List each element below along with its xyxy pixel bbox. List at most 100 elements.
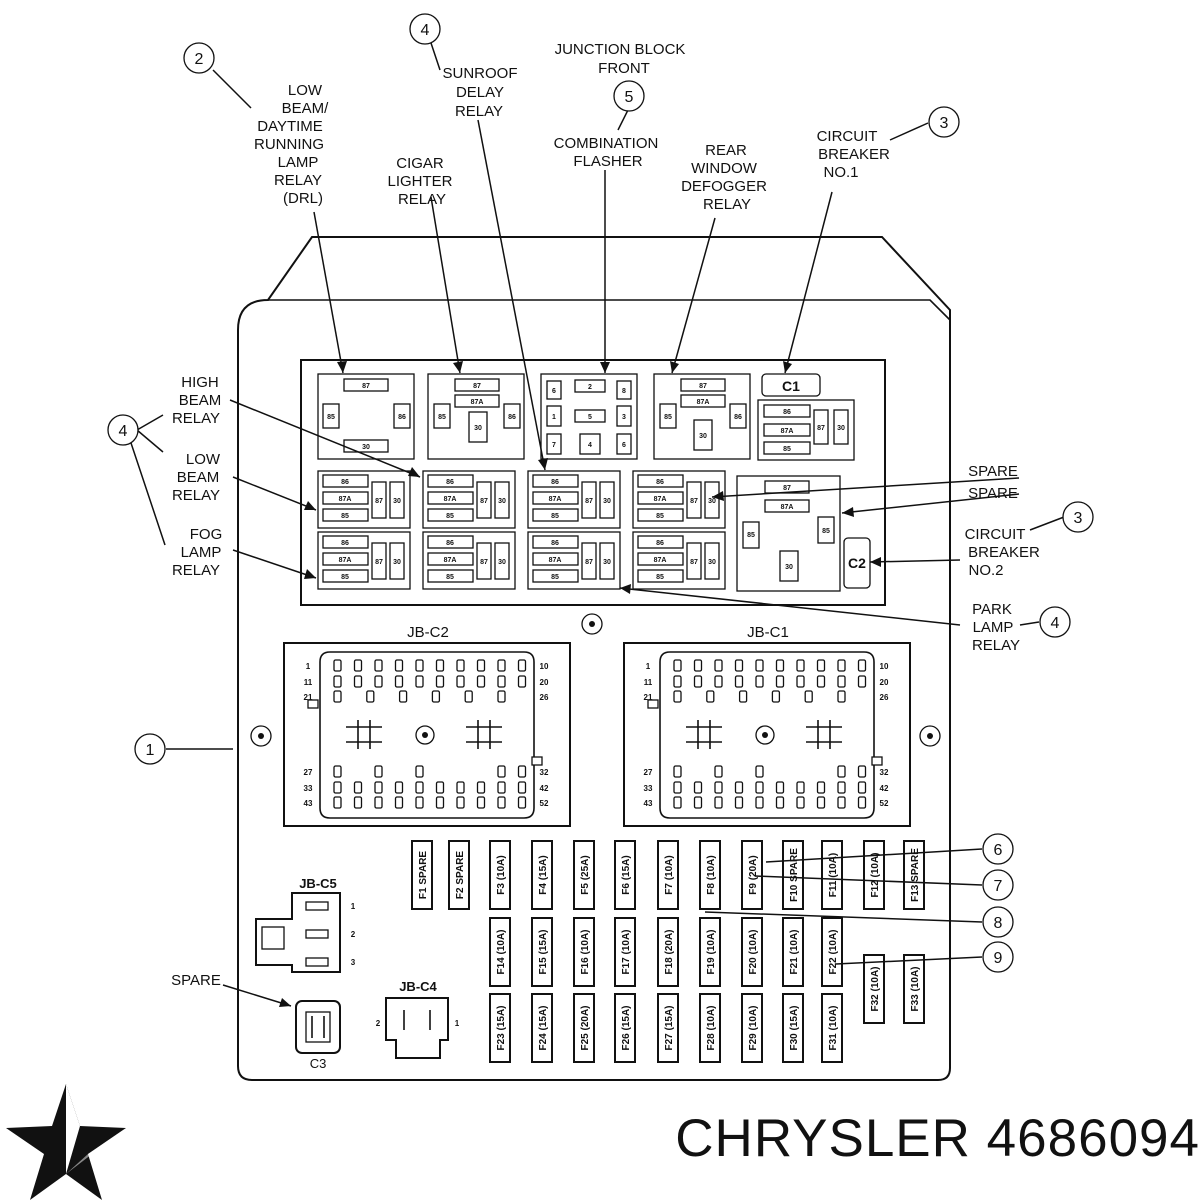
label-cigar: CIGAR LIGHTER RELAY xyxy=(387,155,452,208)
label-cb1: CIRCUIT BREAKER NO.1 xyxy=(817,128,890,181)
connector-jb-c5: JB-C5 1 2 3 xyxy=(255,876,356,973)
label-high-beam: HIGH BEAM RELAY xyxy=(172,374,221,427)
fuse-label: F26 (15A) xyxy=(621,1005,632,1050)
terminal xyxy=(497,765,506,778)
terminal xyxy=(353,659,363,672)
terminal xyxy=(816,796,826,809)
svg-text:1: 1 xyxy=(455,1019,460,1028)
terminal xyxy=(775,659,785,672)
svg-text:4: 4 xyxy=(588,442,592,449)
terminal xyxy=(517,781,527,794)
jb-c2-label: JB-C2 xyxy=(407,624,449,641)
svg-text:NO.2: NO.2 xyxy=(968,562,1003,579)
relay-pin-label: 30 xyxy=(708,498,716,505)
terminal xyxy=(714,659,723,672)
terminal xyxy=(435,796,445,809)
rear-window-defogger-relay: 87 87A 85 86 30 xyxy=(653,373,751,460)
fuse-label: F7 (10A) xyxy=(664,855,675,894)
callout-4-left: 4 xyxy=(107,414,139,446)
fuse-label: F3 (10A) xyxy=(496,855,507,894)
svg-text:RELAY: RELAY xyxy=(172,487,220,504)
label-fog: FOG LAMP RELAY xyxy=(172,526,222,579)
fuse: F9 (20A) xyxy=(741,840,763,910)
pin-number: 21 xyxy=(304,693,313,702)
svg-text:BREAKER: BREAKER xyxy=(968,544,1040,561)
svg-text:87A: 87A xyxy=(781,428,794,435)
terminal xyxy=(771,690,781,703)
terminal xyxy=(837,675,846,688)
svg-text:5: 5 xyxy=(625,89,634,106)
fuse: F30 (15A) xyxy=(782,993,804,1063)
svg-text:2: 2 xyxy=(588,384,592,391)
fuse: F11 (10A) xyxy=(821,840,843,910)
svg-text:FLASHER: FLASHER xyxy=(573,153,642,170)
svg-text:LAMP: LAMP xyxy=(278,154,319,171)
relay-pin-label: 86 xyxy=(446,540,454,547)
pin-number: 32 xyxy=(540,768,549,777)
fuse-label: F24 (15A) xyxy=(538,1005,549,1050)
fuse: F4 (15A) xyxy=(531,840,553,910)
svg-text:6: 6 xyxy=(994,842,1003,859)
relay-pin-label: 86 xyxy=(446,479,454,486)
terminal xyxy=(415,796,424,809)
pin-number: 33 xyxy=(304,784,313,793)
relay-pin-label: 87 xyxy=(585,498,593,505)
pin-number: 42 xyxy=(540,784,549,793)
terminal xyxy=(857,659,867,672)
svg-text:86: 86 xyxy=(783,409,791,416)
svg-text:85: 85 xyxy=(664,414,672,421)
c2-label: C2 xyxy=(848,555,866,571)
pin-number: 52 xyxy=(880,799,889,808)
terminal xyxy=(398,690,408,703)
terminal xyxy=(734,675,744,688)
terminal xyxy=(435,781,445,794)
relay-pin-label: 87 xyxy=(375,498,383,505)
terminal xyxy=(693,675,703,688)
svg-text:DELAY: DELAY xyxy=(456,84,504,101)
terminal xyxy=(517,659,527,672)
fuse-label: F32 (10A) xyxy=(870,966,881,1011)
fuse: F6 (15A) xyxy=(614,840,636,910)
svg-text:2: 2 xyxy=(351,930,356,939)
callout-7: 7 xyxy=(982,869,1014,901)
svg-text:JB-C5: JB-C5 xyxy=(299,876,337,891)
relay-pin-label: 87 xyxy=(480,498,488,505)
relay-pin-label: 85 xyxy=(446,574,454,581)
terminal xyxy=(333,675,342,688)
callout-2: 2 xyxy=(183,42,215,74)
svg-text:30: 30 xyxy=(837,425,845,432)
fuse: F33 (10A) xyxy=(903,954,925,1024)
svg-text:BEAM/: BEAM/ xyxy=(282,100,330,117)
pin-number: 43 xyxy=(304,799,313,808)
fuse: F13 SPARE xyxy=(903,840,925,910)
terminal xyxy=(476,659,486,672)
svg-text:87: 87 xyxy=(699,383,707,390)
terminal xyxy=(673,796,682,809)
callout-3-right: 3 xyxy=(1062,501,1094,533)
relay-pin-label: 87 xyxy=(480,559,488,566)
terminal xyxy=(775,781,785,794)
svg-text:2: 2 xyxy=(376,1019,381,1028)
svg-text:SUNROOF: SUNROOF xyxy=(443,65,518,82)
terminal xyxy=(415,781,424,794)
fuse: F31 (10A) xyxy=(821,993,843,1063)
fuse: F32 (10A) xyxy=(863,954,885,1024)
pin-number: 52 xyxy=(540,799,549,808)
fuse: F10 SPARE xyxy=(782,840,804,910)
fuse-label: F33 (10A) xyxy=(910,966,921,1011)
fuse: F14 (10A) xyxy=(489,917,511,987)
terminal xyxy=(755,659,764,672)
label-park: PARK LAMP RELAY xyxy=(972,601,1020,654)
callout-4-top: 4 xyxy=(409,13,441,45)
terminal xyxy=(353,675,363,688)
svg-text:3: 3 xyxy=(351,958,356,967)
svg-text:30: 30 xyxy=(474,425,482,432)
connector-c3: C3 xyxy=(295,1000,341,1071)
terminal xyxy=(755,796,764,809)
fuse: F29 (10A) xyxy=(741,993,763,1063)
fuse: F5 (25A) xyxy=(573,840,595,910)
relay-pin-label: 87A xyxy=(654,496,667,503)
svg-text:87A: 87A xyxy=(781,504,794,511)
